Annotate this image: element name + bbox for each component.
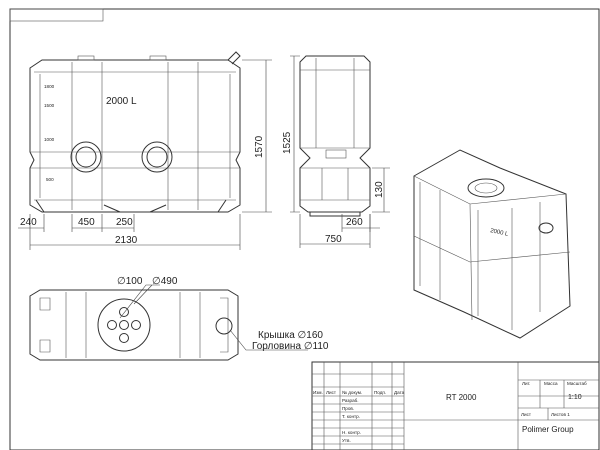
front-view-ribs (30, 71, 240, 201)
row-label-tech-control: Т. контр. (342, 414, 360, 419)
front-neck-left (70, 141, 102, 173)
front-view-columns (71, 62, 199, 210)
product-name: RT 2000 (446, 393, 477, 402)
level-scale: 1800 1500 1000 500 (44, 84, 55, 182)
iso-lid (538, 222, 554, 234)
drawing-frame (9, 8, 600, 450)
company-name: Polimer Group (522, 425, 574, 434)
top-view-outline (29, 289, 239, 361)
front-view: 1800 1500 1000 500 2000 L (29, 51, 241, 213)
dim-foot: 260 (346, 217, 363, 228)
level-mark-1800: 1800 (44, 84, 55, 89)
front-view-feet (35, 199, 227, 213)
level-mark-1500: 1500 (44, 103, 55, 108)
col-header-doc: № докум. (342, 390, 362, 395)
top-lid-circle (215, 317, 233, 335)
side-view (299, 55, 371, 217)
dim-side-height: 1525 (282, 131, 293, 154)
neck-callout: Горловина ∅110 (252, 341, 329, 352)
top-neck-circle (97, 298, 151, 352)
dim-side-width: 750 (325, 234, 342, 245)
col-header-date: Дата (394, 390, 405, 395)
side-view-outline (299, 55, 371, 213)
mass-label: Масса (544, 381, 558, 386)
isometric-view: 2000 L (413, 149, 571, 339)
front-view-outline (29, 59, 241, 213)
dim-left-offset: 240 (20, 217, 37, 228)
iso-neck (467, 178, 505, 198)
dim-neck-circle: ∅490 (152, 276, 178, 287)
col-header-izm: Изм. (313, 390, 323, 395)
lit-label: Лит. (522, 381, 531, 386)
dim-bottom-height: 130 (374, 181, 385, 198)
level-mark-1000: 1000 (44, 137, 55, 142)
sheet-label: Лист (521, 412, 532, 417)
dim-mid-1: 450 (78, 217, 95, 228)
lid-callout: Крышка ∅160 (258, 330, 323, 341)
col-header-sign: Подп. (374, 390, 386, 395)
row-label-developer: Разраб. (342, 398, 359, 403)
title-block: Изм. Лист № докум. Подп. Дата Разраб. Пр… (311, 361, 600, 450)
sheets-count: Листов 1 (551, 412, 570, 417)
scale-label: Масштаб (567, 381, 587, 386)
top-view: ∅100 ∅490 Крышка ∅160 Горловина ∅110 (29, 276, 329, 361)
row-label-checker: Пров. (342, 406, 354, 411)
dim-mid-2: 250 (116, 217, 133, 228)
col-header-list: Лист (326, 390, 337, 395)
row-label-approved: Утв. (342, 438, 351, 443)
front-neck-right (141, 141, 173, 173)
row-label-norm-control: Н. контр. (342, 430, 361, 435)
iso-outline (413, 149, 571, 339)
dim-small-hole: ∅100 (117, 276, 143, 287)
vent-pipe (227, 51, 241, 65)
dim-total-height: 1570 (254, 135, 265, 158)
side-dimensions: 1525 130 260 750 (282, 55, 390, 248)
top-left-stamp-box (9, 8, 104, 22)
scale-value: 1:10 (568, 394, 582, 401)
dim-total-width: 2130 (115, 235, 138, 246)
volume-label: 2000 L (106, 96, 137, 107)
front-dimensions: 2130 240 450 250 1570 (18, 59, 272, 250)
level-mark-500: 500 (46, 177, 54, 182)
iso-volume-label: 2000 L (490, 228, 510, 238)
